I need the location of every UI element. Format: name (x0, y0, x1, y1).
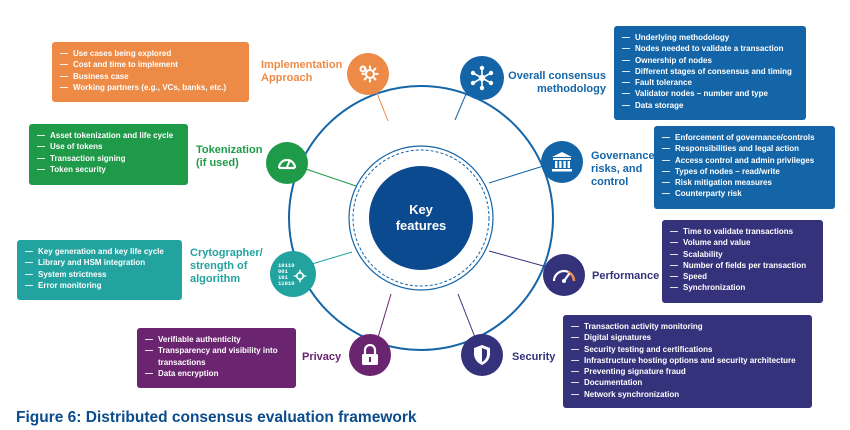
list-item: Infrastructure hosting options and secur… (571, 355, 804, 367)
tokenization-label: Tokenization (if used) (196, 144, 262, 170)
tokenization-box: Asset tokenization and life cycle Use of… (29, 124, 188, 185)
list-item: Nodes needed to validate a transaction (622, 43, 798, 55)
label-line: algorithm (190, 273, 241, 285)
label-line: Governance, (591, 150, 658, 162)
outer-ring (288, 85, 554, 351)
list-item: Transaction activity monitoring (571, 321, 804, 333)
list-item: Error monitoring (25, 280, 174, 292)
list-item: Business case (60, 71, 241, 83)
binary-gear-icon: 10110 001 101 11010 (270, 251, 316, 297)
security-box: Transaction activity monitoring Digital … (563, 315, 812, 408)
list-item: Use of tokens (37, 141, 180, 153)
consensus-box: Underlying methodology Nodes needed to v… (614, 26, 806, 120)
list-item: Data storage (622, 100, 798, 112)
consensus-label: Overall consensus methodology (508, 70, 606, 96)
svg-text:101: 101 (278, 274, 289, 281)
privacy-box: Verifiable authenticity Transparency and… (137, 328, 296, 388)
list-item: Access control and admin privileges (662, 155, 827, 167)
list-item: Responsibilities and legal action (662, 143, 827, 155)
cryptographer-box: Key generation and key life cycle Librar… (17, 240, 182, 300)
list-item: Volume and value (670, 237, 815, 249)
list-item: Use cases being explored (60, 48, 241, 60)
list-item: Scalability (670, 249, 815, 261)
label-line: Approach (261, 72, 313, 84)
privacy-label: Privacy (302, 351, 342, 363)
figure-caption: Figure 6: Distributed consensus evaluati… (16, 409, 417, 426)
list-item: Fault tolerance (622, 77, 798, 89)
label-line: Overall consensus (508, 70, 606, 82)
list-item: Ownership of nodes (622, 55, 798, 67)
list-item: Validator nodes – number and type (622, 88, 798, 100)
shield-icon (461, 334, 503, 376)
list-item: Key generation and key life cycle (25, 246, 174, 258)
padlock-icon (349, 334, 391, 376)
implementation-label: Implementation Approach (261, 59, 342, 85)
key-features-center: Key features (369, 166, 473, 270)
list-item: Network synchronization (571, 389, 804, 401)
list-item: Verifiable authenticity (145, 334, 288, 346)
list-item: Documentation (571, 377, 804, 389)
list-item: Enforcement of governance/controls (662, 132, 827, 144)
list-item: Security testing and certifications (571, 344, 804, 356)
list-item: System strictness (25, 269, 174, 281)
label-line: Implementation (261, 59, 343, 71)
svg-text:10110: 10110 (278, 262, 295, 269)
bank-building-icon (541, 141, 583, 183)
list-item: Counterparty risk (662, 188, 827, 200)
svg-text:001: 001 (278, 268, 289, 275)
security-label: Security (512, 351, 556, 363)
performance-label: Performance (592, 270, 660, 282)
label-line: Crytographer/ (190, 247, 263, 259)
label-line: methodology (536, 83, 606, 95)
gears-icon (347, 53, 389, 95)
list-item: Types of nodes – read/write (662, 166, 827, 178)
network-hub-icon (460, 56, 504, 100)
list-item: Speed (670, 271, 815, 283)
governance-box: Enforcement of governance/controls Respo… (654, 126, 835, 209)
list-item: Data encryption (145, 368, 288, 380)
list-item: Digital signatures (571, 332, 804, 344)
list-item: Asset tokenization and life cycle (37, 130, 180, 142)
label-line: Tokenization (196, 144, 263, 156)
inner-ring (348, 145, 494, 291)
center-line-2: features (395, 218, 447, 233)
list-item: Time to validate transactions (670, 226, 815, 238)
label-line: strength of (190, 260, 248, 272)
implementation-box: Use cases being explored Cost and time t… (52, 42, 249, 102)
list-item: Cost and time to implement (60, 59, 241, 71)
list-item: Token security (37, 164, 180, 176)
list-item: Risk mitigation measures (662, 177, 827, 189)
dashed-ring (352, 149, 490, 287)
list-item: Transparency and visibility into transac… (145, 345, 288, 368)
gauge-icon (266, 142, 308, 184)
performance-box: Time to validate transactions Volume and… (662, 220, 823, 303)
list-item: Transaction signing (37, 153, 180, 165)
list-item: Working partners (e.g., VCs, banks, etc.… (60, 82, 241, 94)
list-item: Preventing signature fraud (571, 366, 804, 378)
governance-label: Governance, risks, and control (591, 150, 658, 189)
label-line: risks, and (591, 163, 643, 175)
list-item: Underlying methodology (622, 32, 798, 44)
label-line: control (591, 176, 629, 188)
svg-text:11010: 11010 (278, 280, 295, 287)
speedometer-icon (543, 254, 585, 296)
list-item: Synchronization (670, 282, 815, 294)
cryptographer-label: Crytographer/ strength of algorithm (190, 247, 263, 286)
label-line: (if used) (196, 157, 239, 169)
center-line-1: Key (409, 202, 433, 217)
list-item: Library and HSM integration (25, 257, 174, 269)
list-item: Number of fields per transaction (670, 260, 815, 272)
list-item: Different stages of consensus and timing (622, 66, 798, 78)
